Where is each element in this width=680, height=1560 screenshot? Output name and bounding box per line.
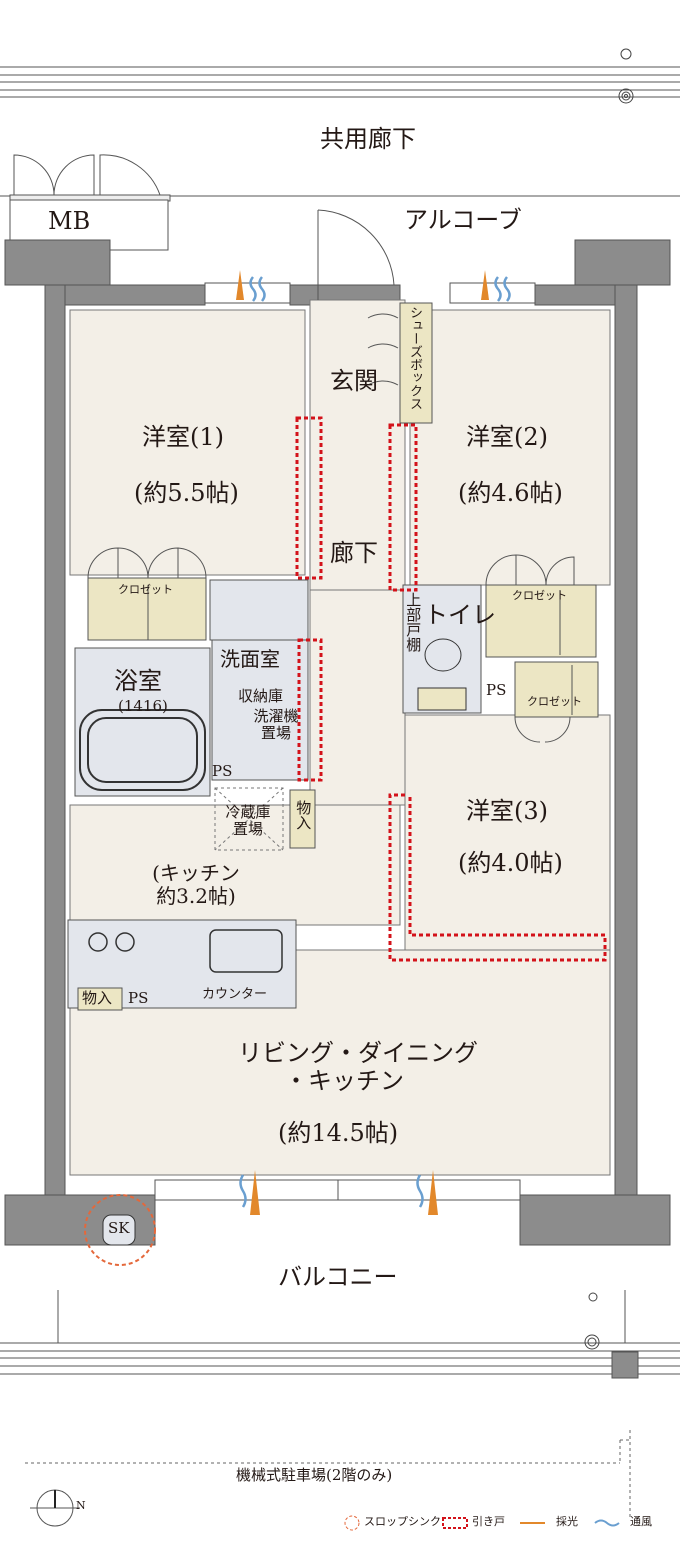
washroom-label: 洗面室 <box>220 647 280 671</box>
room2-name: 洋室(2) <box>466 423 548 451</box>
sink-fixture <box>88 929 283 973</box>
storage-small-label-2: 物入 <box>82 989 113 1007</box>
legend-sk-icon <box>344 1515 360 1531</box>
legend-ventilation: 通風 <box>630 1515 652 1528</box>
toilet-label: トイレ <box>424 601 496 629</box>
bath-label: 浴室 <box>114 667 162 695</box>
shoebox <box>399 302 433 424</box>
room3-name: 洋室(3) <box>466 797 548 825</box>
ldk-size: (約14.5帖) <box>278 1119 399 1147</box>
parking-boundary <box>25 1430 631 1520</box>
bottom-daylight <box>239 1170 438 1215</box>
entrance-door <box>317 209 395 300</box>
shoebox-label: シューズボックス <box>406 306 422 410</box>
drain-icon <box>618 88 634 104</box>
slop-sink-marker <box>84 1194 156 1266</box>
ldk-line1: リビング・ダイニング <box>238 1039 478 1067</box>
room1-size: (約5.5帖) <box>134 479 239 507</box>
legend-slop-sink: スロップシンク <box>364 1515 441 1528</box>
common-corridor-label: 共用廊下 <box>320 125 416 153</box>
ldk-line2: ・キッチン <box>284 1067 404 1095</box>
column-pillar <box>611 1351 639 1379</box>
drain-icon-bottom <box>584 1292 600 1350</box>
wet-areas <box>67 579 482 1009</box>
counter-label: カウンター <box>202 987 268 1002</box>
daylight-icons <box>236 270 511 302</box>
fridge-label: 冷蔵庫置場 <box>225 803 271 839</box>
upper-shelf-label: 上部戸棚 <box>404 592 423 652</box>
legend-sliding-door: 引き戸 <box>472 1515 505 1528</box>
mb-label: MB <box>48 207 91 235</box>
alcove-label: アルコーブ <box>404 206 522 234</box>
hallway-label: 廊下 <box>330 539 378 567</box>
legend-ventilation-icon <box>594 1519 620 1527</box>
washer-label: 洗濯機置場 <box>253 707 299 743</box>
mb-doors <box>9 154 171 251</box>
bottom-windows <box>154 1179 521 1201</box>
top-windows <box>204 282 536 304</box>
fridge-space <box>214 787 284 851</box>
balcony-label: バルコニー <box>278 1263 398 1291</box>
closet-label-3: クロゼット <box>527 695 582 708</box>
north-compass-icon <box>30 1489 80 1527</box>
bathtub <box>79 709 206 791</box>
closet-label-1: クロゼット <box>118 583 173 596</box>
closet-doors <box>87 547 575 743</box>
balcony-railing <box>0 1290 680 1375</box>
toilet-fixture <box>417 638 467 711</box>
ps-label-2: PS <box>486 681 507 699</box>
storage-label: 収納庫 <box>238 687 284 705</box>
ps-label-3: PS <box>128 989 149 1007</box>
kitchen-label: (キッチン約3.2帖) <box>152 861 240 908</box>
storage-small-label-1: 物入 <box>294 800 313 830</box>
fixture-icon <box>620 48 632 60</box>
room2-size: (約4.6帖) <box>458 479 563 507</box>
sk-label: SK <box>108 1219 130 1237</box>
storage-closet <box>289 789 316 849</box>
entrance-label: 玄関 <box>330 367 378 395</box>
slop-sink <box>102 1214 136 1246</box>
legend-sliding-icon <box>442 1517 468 1529</box>
closets <box>87 577 599 718</box>
bath-size: (1416) <box>118 697 168 715</box>
legend-daylight: 採光 <box>556 1515 578 1528</box>
room1-name: 洋室(1) <box>142 423 224 451</box>
parking-label: 機械式駐車場(2階のみ) <box>236 1466 393 1484</box>
shoebox-doors <box>367 313 399 386</box>
ps-label-1: PS <box>212 762 233 780</box>
kitchen-storage <box>77 987 123 1011</box>
sliding-doors <box>295 416 607 962</box>
closet-label-2: クロゼット <box>512 589 567 602</box>
room3-size: (約4.0帖) <box>458 849 563 877</box>
north-label: N <box>76 1499 86 1512</box>
